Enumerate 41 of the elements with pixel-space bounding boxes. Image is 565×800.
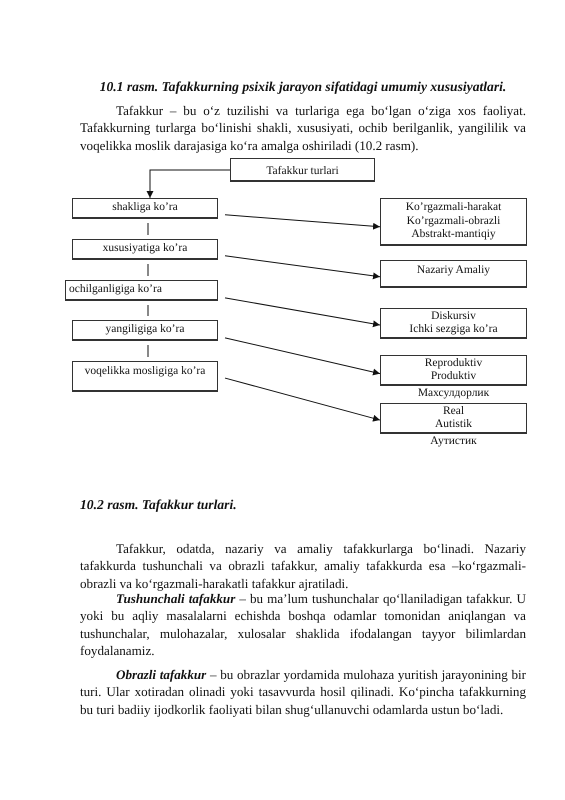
arrow [224,337,380,376]
text-box [380,355,527,386]
arrow [146,170,230,198]
node-note: Махсулдорлик [416,387,490,399]
paragraph: Tushunchali tafakkur – bu ma’lum tushunchalar qo‘llaniladigan tafakkur. U yoki bu aqliy masalalarni echishda boshqa odamlar tomonidan aniqlangan va tushunchalar, mulohazalar, xulosalar shaklida ifodalangan tayyor bilimlardan foydalanamiz. [80,591,526,660]
figure-caption: 10.2 rasm. Tafakkur turlari. [80,497,237,513]
arrow [224,378,380,422]
node-label: shakliga ko’ra [111,201,179,215]
node-label: xususiyatiga ko’ra [102,242,188,256]
text-box [380,198,527,246]
text-box [380,260,527,288]
paragraph: Tafakkur, odatda, nazariy va amaliy tafakkurlarga bo‘linadi. Nazariy tafakkurda tushunchali va obrazli tafakkur, amaliy tafakkurda esa –ko‘rgazmali-obrazli va ko‘rgazmali-harakatli tafakkur ajratiladi. [80,540,526,592]
text-box [72,320,218,341]
node-label: Ichki sezgiga ko’ra [408,323,499,336]
node-label: Ko’rgazmali-obrazli [406,214,502,228]
arrow [224,297,380,328]
node-label: Diskursiv [430,310,477,323]
node-note: Аутистик [429,435,478,447]
text-box [65,280,218,301]
node-label: voqelikka mosligiga ko’ra [84,365,206,378]
text-box [380,308,527,339]
paragraph: Obrazli tafakkur – bu obrazlar yordamida mulohaza yuritish jarayonining bir turi. Ular xotiradan olinadi yoki tasavvurda hosil qilinadi. Ko‘pincha tafakkurning bu turi badiiy ijodkorlik faoliyati bilan shug‘ullanuvchi odamlarda ustun bo‘ladi. [80,666,526,718]
node-label: yangiligiga ko’ra [104,323,186,337]
node-label: Nazariy Amaliy [416,264,492,278]
node-label: Tafakkur turlari [265,164,340,178]
node-label: ochilganligiga ko’ra [69,283,163,297]
text-box [72,239,218,260]
node-label: Real [442,404,466,418]
node-label: Reproduktiv [424,356,484,370]
node-label: Autistik [434,418,474,432]
node-label: Ko’rgazmali-harakat [404,201,502,215]
arrow [224,214,380,230]
text-box [72,361,218,392]
paragraph: Tafakkur – bu o‘z tuzilishi va turlariga ega bo‘lgan o‘ziga xos faoliyat. Tafakkurning turlarga bo‘linishi shakli, xususiyati, ochib berilganlik, yangililik va voqelikka moslik darajasiga ko‘ra amalga oshiriladi (10.2 rasm). [80,102,526,154]
node-label: Produktiv [430,370,478,384]
text-box [380,403,527,434]
text-box [72,198,218,219]
node-label: Abstrakt-mantiqiy [410,228,497,242]
text-box [230,158,375,182]
figure-title: 10.1 rasm. Tafakkurning psixik jarayon sifatidagi umumiy xususiyatlari. [98,79,508,95]
arrow [224,255,380,280]
